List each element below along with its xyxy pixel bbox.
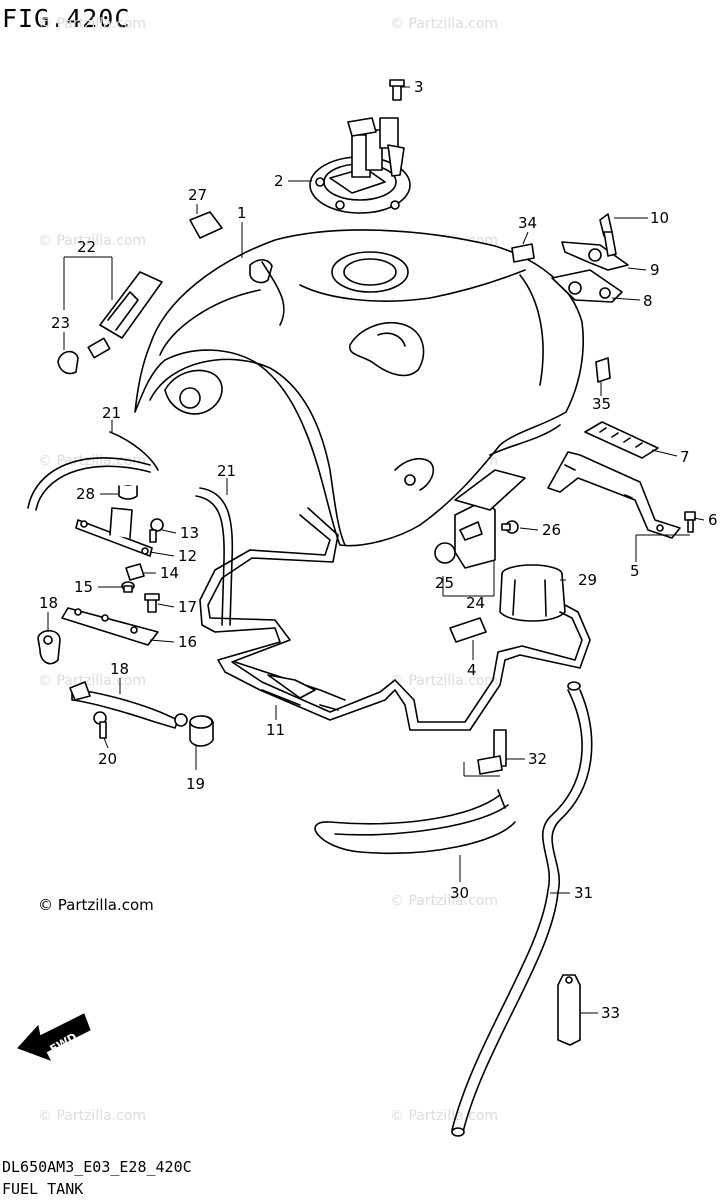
callout-16: 16 [178, 633, 197, 651]
fuel-cap[interactable] [309, 117, 411, 214]
cushion-7[interactable] [584, 421, 659, 459]
cap-23[interactable] [57, 350, 79, 375]
callout-23: 23 [51, 314, 70, 332]
callout-33: 33 [601, 1004, 620, 1022]
callout-18-lower: 18 [110, 660, 129, 678]
sensor-25[interactable] [434, 521, 483, 564]
watermark: © Partzilla.com [38, 233, 146, 249]
protector-29[interactable] [499, 564, 566, 622]
model-code: DL650AM3_E03_E28_420C [2, 1158, 192, 1176]
callout-27: 27 [188, 186, 207, 204]
bolt-3[interactable] [389, 79, 405, 101]
cushion-27[interactable] [189, 211, 223, 239]
callout-8: 8 [643, 292, 653, 310]
callout-35: 35 [592, 395, 611, 413]
joint-32[interactable] [477, 729, 507, 775]
bracket-16[interactable] [61, 607, 159, 646]
hose-31[interactable] [451, 681, 593, 1137]
callout-6: 6 [708, 511, 718, 529]
clamp-33[interactable] [557, 974, 581, 1046]
bracket-8[interactable] [551, 269, 623, 303]
cushion-4[interactable] [449, 617, 487, 643]
clamp-18-lower[interactable] [69, 681, 179, 729]
callout-26: 26 [542, 521, 561, 539]
callout-5: 5 [630, 562, 640, 580]
callout-21-centre: 21 [217, 462, 236, 480]
bolt-10[interactable] [599, 213, 617, 257]
hose-21-centre[interactable] [195, 487, 234, 626]
cushion-35[interactable] [595, 357, 611, 383]
figure-title: FIG.420C [2, 4, 131, 33]
callout-10: 10 [650, 209, 669, 227]
callout-25: 25 [435, 574, 454, 592]
copyright-text: © Partzilla.com [38, 896, 154, 914]
callout-14: 14 [160, 564, 179, 582]
screw-13[interactable] [149, 518, 164, 543]
callout-29: 29 [578, 571, 597, 589]
callout-3: 3 [414, 78, 424, 96]
fuel-tank[interactable] [134, 229, 585, 547]
watermark: © Partzilla.com [390, 16, 498, 32]
callout-31: 31 [574, 884, 593, 902]
callout-21-left: 21 [102, 404, 121, 422]
grommet-28[interactable] [118, 485, 138, 500]
nut-14[interactable] [125, 563, 145, 581]
watermark: © Partzilla.com [390, 893, 498, 909]
callout-2: 2 [274, 172, 284, 190]
callout-9: 9 [650, 261, 660, 279]
watermark: © Partzilla.com [38, 1108, 146, 1124]
callout-4: 4 [467, 661, 477, 679]
callout-28: 28 [76, 485, 95, 503]
callout-1: 1 [237, 204, 247, 222]
callout-22: 22 [77, 238, 96, 256]
callout-19: 19 [186, 775, 205, 793]
watermark: © Partzilla.com [390, 673, 498, 689]
hose-21-left[interactable] [27, 431, 159, 511]
callout-24: 24 [466, 594, 485, 612]
pad-34[interactable] [511, 243, 535, 263]
watermark: © Partzilla.com [390, 1108, 498, 1124]
bracket-12[interactable] [75, 507, 153, 557]
watermarks: © Partzilla.com © Partzilla.com © Partzi… [38, 16, 498, 1124]
plate-upper[interactable] [454, 469, 526, 511]
pad-22[interactable] [87, 271, 163, 359]
callout-numbers: 3 2 1 27 22 23 34 10 9 8 35 7 6 5 26 29 … [39, 78, 718, 1022]
hose-11[interactable] [199, 507, 591, 731]
leader-lines [47, 86, 705, 1014]
bolt-6[interactable] [684, 511, 696, 533]
callout-11: 11 [266, 721, 285, 739]
callout-18-upper: 18 [39, 594, 58, 612]
fwd-arrow-icon: FWD [17, 1013, 91, 1061]
clamp-18-upper[interactable] [37, 629, 61, 665]
callout-12: 12 [178, 547, 197, 565]
hose-30[interactable] [314, 794, 516, 855]
screw-20[interactable] [93, 711, 107, 739]
figure-description: FUEL TANK [2, 1180, 84, 1198]
callout-15: 15 [74, 578, 93, 596]
watermark: © Partzilla.com [38, 16, 146, 32]
callout-7: 7 [680, 448, 690, 466]
callout-30: 30 [450, 884, 469, 902]
callout-20: 20 [98, 750, 117, 768]
damper-19[interactable] [174, 713, 214, 747]
bolt-26[interactable] [501, 520, 519, 534]
callout-34: 34 [518, 214, 537, 232]
clip-15[interactable] [121, 581, 135, 593]
bolt-17[interactable] [144, 593, 160, 613]
bracket-9[interactable] [561, 241, 629, 271]
callout-17: 17 [178, 598, 197, 616]
watermark: © Partzilla.com [38, 673, 146, 689]
callout-32: 32 [528, 750, 547, 768]
callout-13: 13 [180, 524, 199, 542]
bracket-5[interactable] [547, 451, 681, 539]
